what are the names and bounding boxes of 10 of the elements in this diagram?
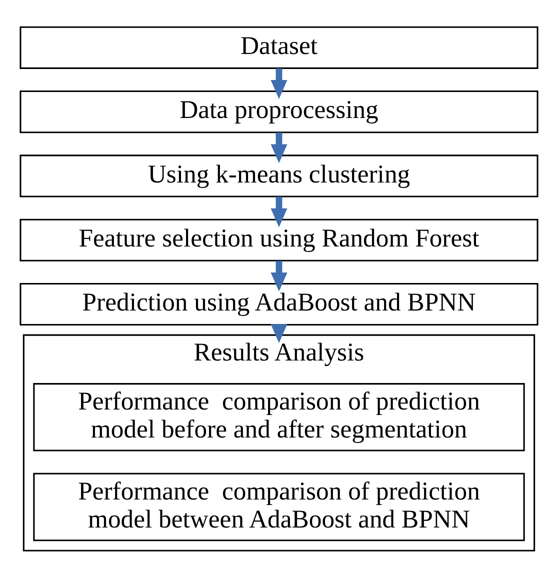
- node-box: Feature selection using Random Forest: [20, 218, 538, 261]
- node-box: Data proprocessing: [20, 90, 538, 133]
- node-box: Performance comparison of prediction model between AdaBoost and BPNN: [33, 472, 525, 541]
- node-box: Using k-means clustering: [20, 154, 538, 197]
- arrow: [270, 260, 288, 291]
- arrow: [270, 196, 288, 227]
- node-box: Performance comparison of prediction model before and after segmentation: [33, 382, 525, 451]
- arrow: [270, 68, 288, 98]
- node-box: Dataset: [20, 26, 538, 68]
- arrow: [270, 132, 288, 163]
